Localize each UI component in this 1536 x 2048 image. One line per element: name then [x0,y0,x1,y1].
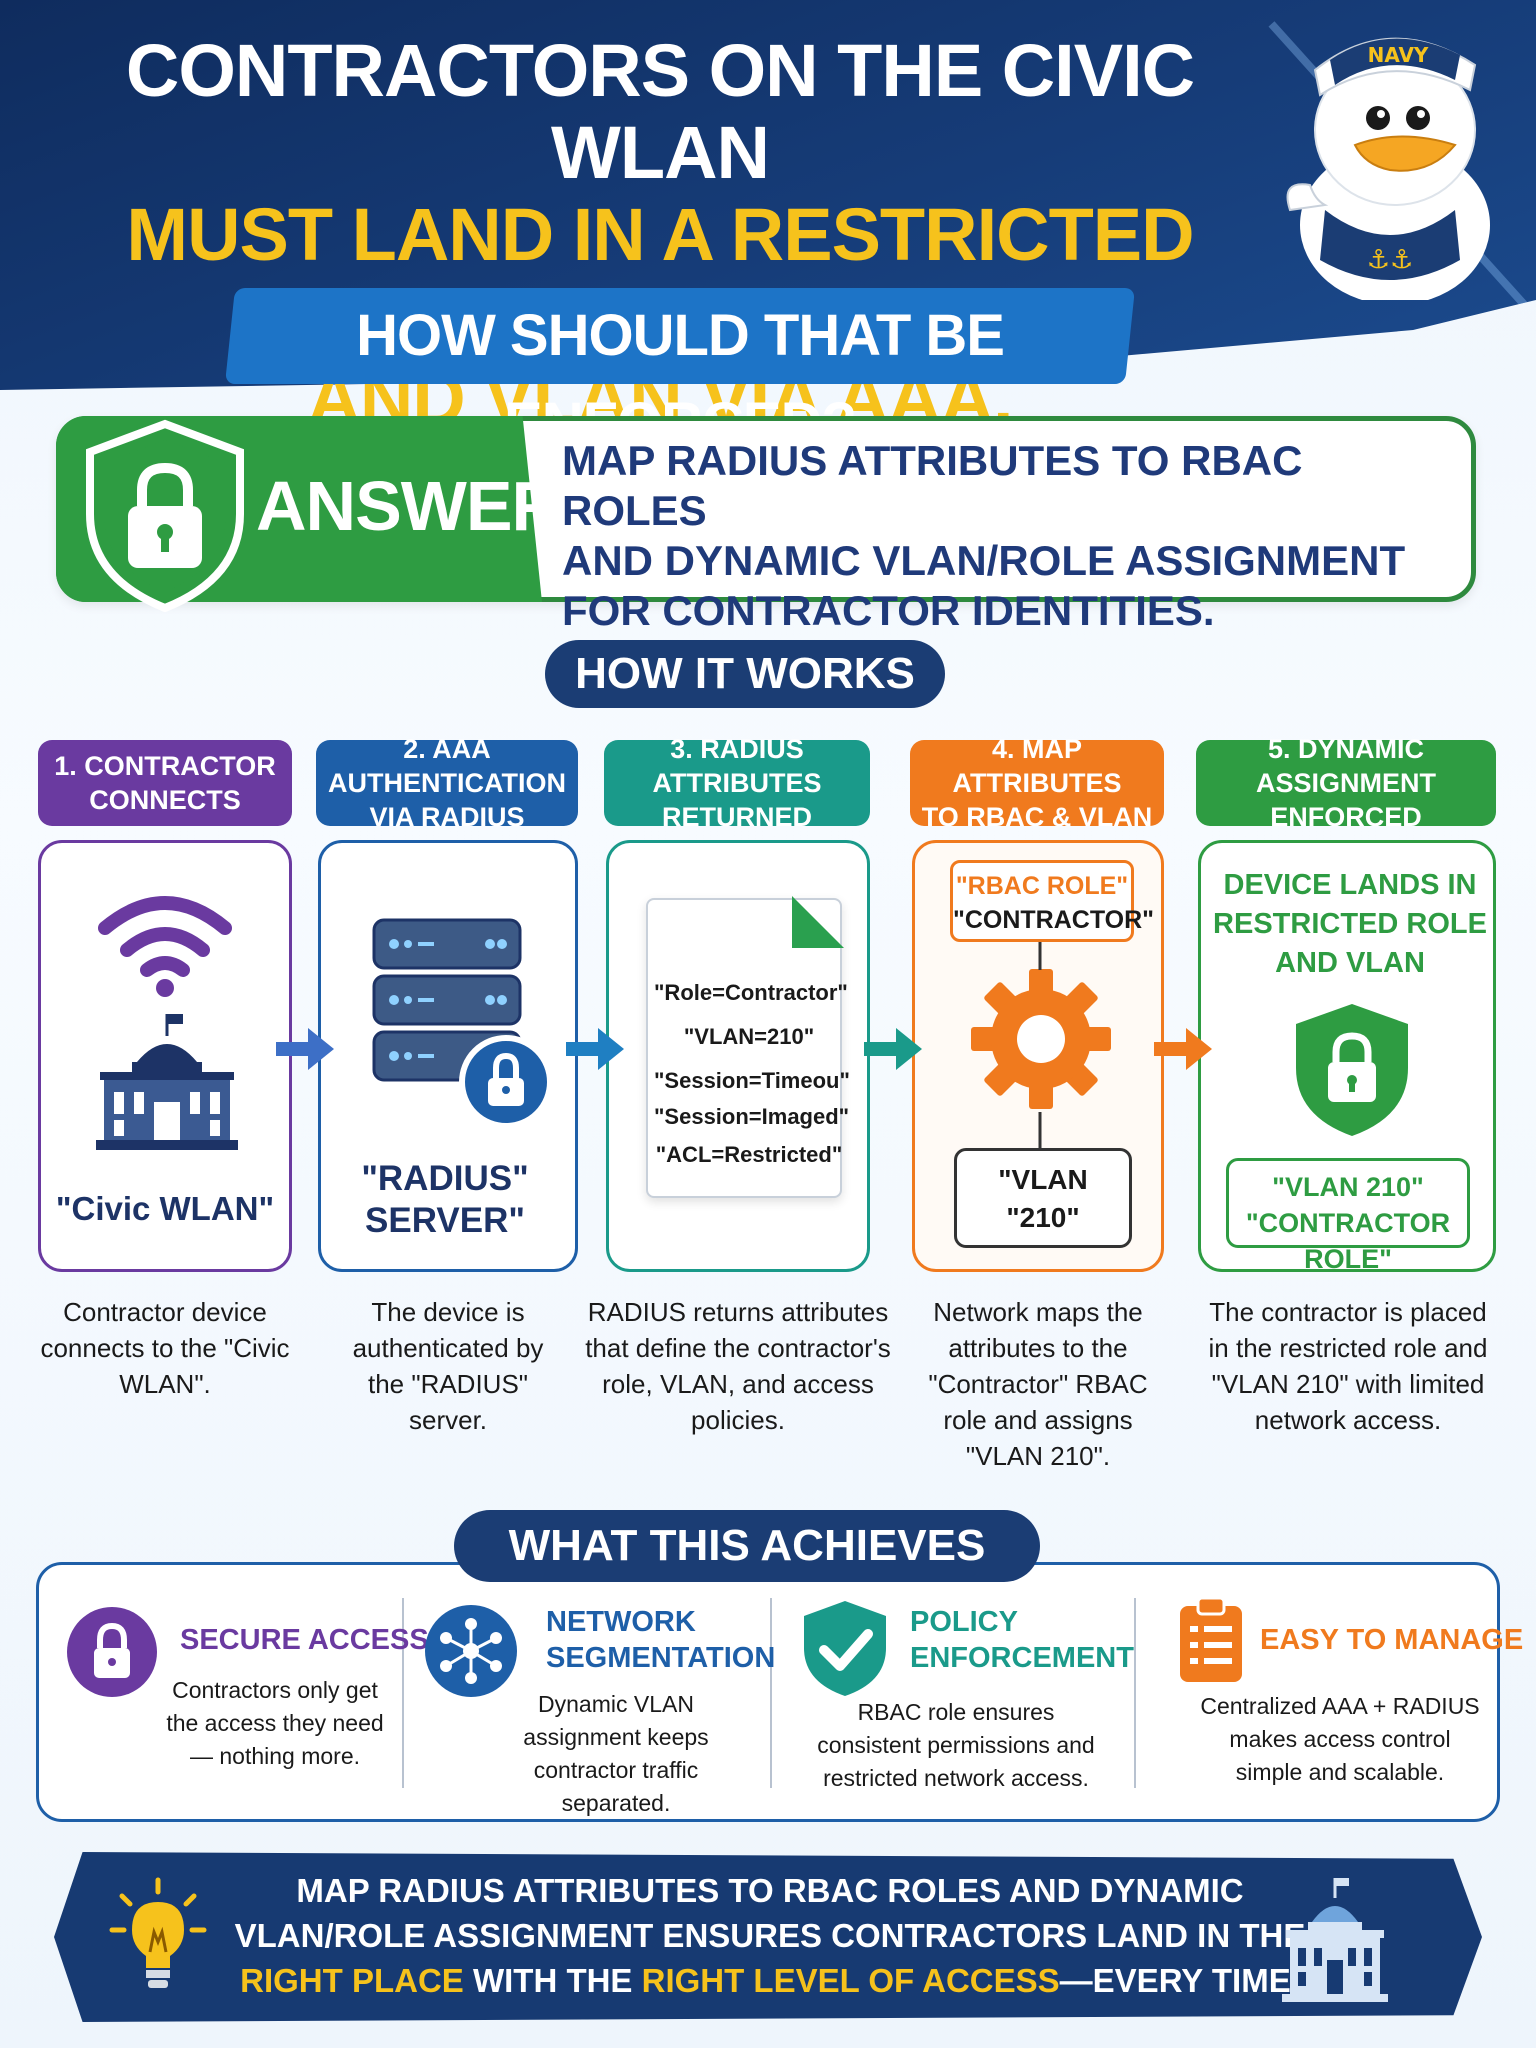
attributes-document-icon [646,898,842,1198]
answer-line-2: AND DYNAMIC VLAN/ROLE ASSIGNMENT [562,537,1406,584]
footer-banner [54,1852,1482,2022]
lock-icon [67,1607,157,1697]
rbac-role-box: "RBAC ROLE" "CONTRACTOR" [950,860,1154,942]
svg-text:⚓⚓: ⚓⚓ [1367,245,1414,275]
gear-icon [971,969,1111,1109]
civic-building-icon [96,1014,238,1150]
arrow-right-icon [566,1028,624,1070]
mapping-connector [1038,942,1042,1148]
divider [1134,1598,1136,1788]
shield-check-icon [804,1601,886,1696]
clipboard-icon [1180,1596,1242,1682]
benefit-4-description: Centralized AAA + RADIUS makes access co… [1200,1693,1480,1785]
network-hub-icon [425,1605,517,1697]
title-line-1: CONTRACTORS ON THE CIVIC WLAN [125,29,1195,194]
svg-text:NAVY: NAVY [1368,43,1429,67]
step-3-description: RADIUS returns attributes that define th… [585,1297,891,1435]
answer-line-3: FOR CONTRACTOR IDENTITIES. [562,587,1215,634]
wifi-icon [98,896,232,997]
device-lands-text: DEVICE LANDS IN RESTRICTED ROLE AND VLAN [1213,869,1487,979]
divider [770,1598,772,1788]
vlan-contractor-role-box: "VLAN 210" "CONTRACTOR ROLE" [1226,1158,1470,1274]
step-1-description: Contractor device connects to the "Civic… [40,1297,290,1399]
radius-server-label: "RADIUS" SERVER" [361,1159,529,1240]
shield-lock-icon [86,419,244,613]
how-it-works-heading: HOW IT WORKS [545,640,945,708]
benefit-1-description: Contractors only get the access they nee… [166,1677,384,1769]
step-2-description: The device is authenticated by the "RADI… [352,1297,544,1435]
benefit-4-title: EASY TO MANAGE [1260,1624,1524,1656]
arrow-right-icon [276,1028,334,1070]
answer-text: MAP RADIUS ATTRIBUTES TO RBAC ROLES AND … [562,436,1442,636]
step-4-description: Network maps the attributes to the "Cont… [928,1297,1148,1471]
arrow-right-icon [1154,1028,1212,1070]
attr-session-imaged: "Session=Imaged" [654,1104,850,1129]
benefit-2-description: Dynamic VLAN assignment keeps contractor… [523,1691,709,1816]
radius-server-lock-icon [372,918,553,1126]
vlan-box: "VLAN "210" [954,1148,1132,1248]
navy-duck-mascot-icon: ⚓⚓ NAVY [1286,37,1490,300]
step-5-description: The contractor is placed in the restrict… [1208,1297,1488,1435]
civic-wlan-label: "Civic WLAN" [55,1190,275,1227]
civic-building-icon [1282,1878,1388,2002]
arrow-right-icon [864,1028,922,1070]
footer-text: MAP RADIUS ATTRIBUTES TO RBAC ROLES AND … [234,1872,1306,1999]
what-this-achieves-heading: WHAT THIS ACHIEVES [454,1510,1040,1582]
lightbulb-icon [109,1877,207,1988]
benefit-1-title: SECURE ACCESS [180,1624,429,1656]
divider [402,1598,404,1788]
answer-label: ANSWER: [256,467,584,545]
shield-lock-icon [1296,1004,1408,1136]
answer-line-1: MAP RADIUS ATTRIBUTES TO RBAC ROLES [562,437,1303,534]
attr-role: "Role=Contractor" [654,980,848,1005]
attr-vlan: "VLAN=210" [683,1024,815,1049]
attr-acl: "ACL=Restricted" [655,1142,843,1167]
attr-session-timeout: "Session=Timeou" [654,1068,850,1093]
benefit-3-description: RBAC role ensures consistent permissions… [817,1699,1095,1791]
